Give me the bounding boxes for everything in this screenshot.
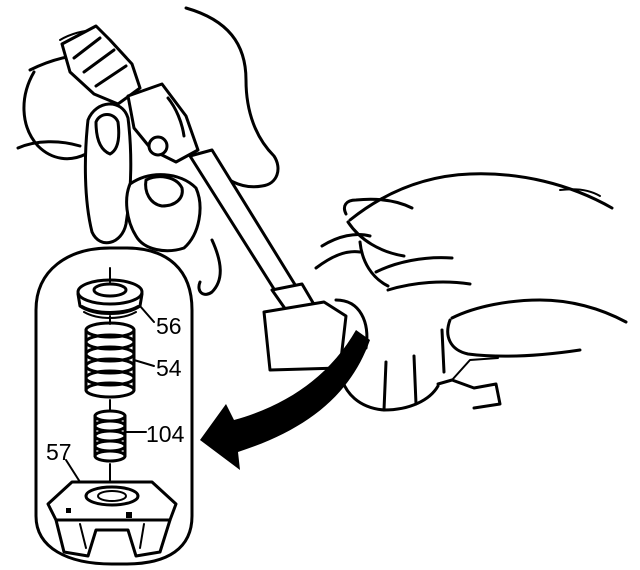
direction-arrow <box>200 330 370 470</box>
callout-57: 57 <box>46 439 72 465</box>
pump-housing <box>262 232 502 412</box>
housing-part <box>46 480 178 558</box>
right-hand <box>342 172 628 358</box>
leader-lines <box>65 305 155 483</box>
exploded-view-panel <box>34 246 194 566</box>
callout-56: 56 <box>156 313 182 339</box>
left-hand <box>16 6 280 253</box>
seal-cap-part <box>76 278 144 319</box>
large-spring-part <box>84 321 136 399</box>
small-spring-part <box>93 409 127 463</box>
callout-54: 54 <box>156 355 182 381</box>
callout-104: 104 <box>146 421 185 447</box>
